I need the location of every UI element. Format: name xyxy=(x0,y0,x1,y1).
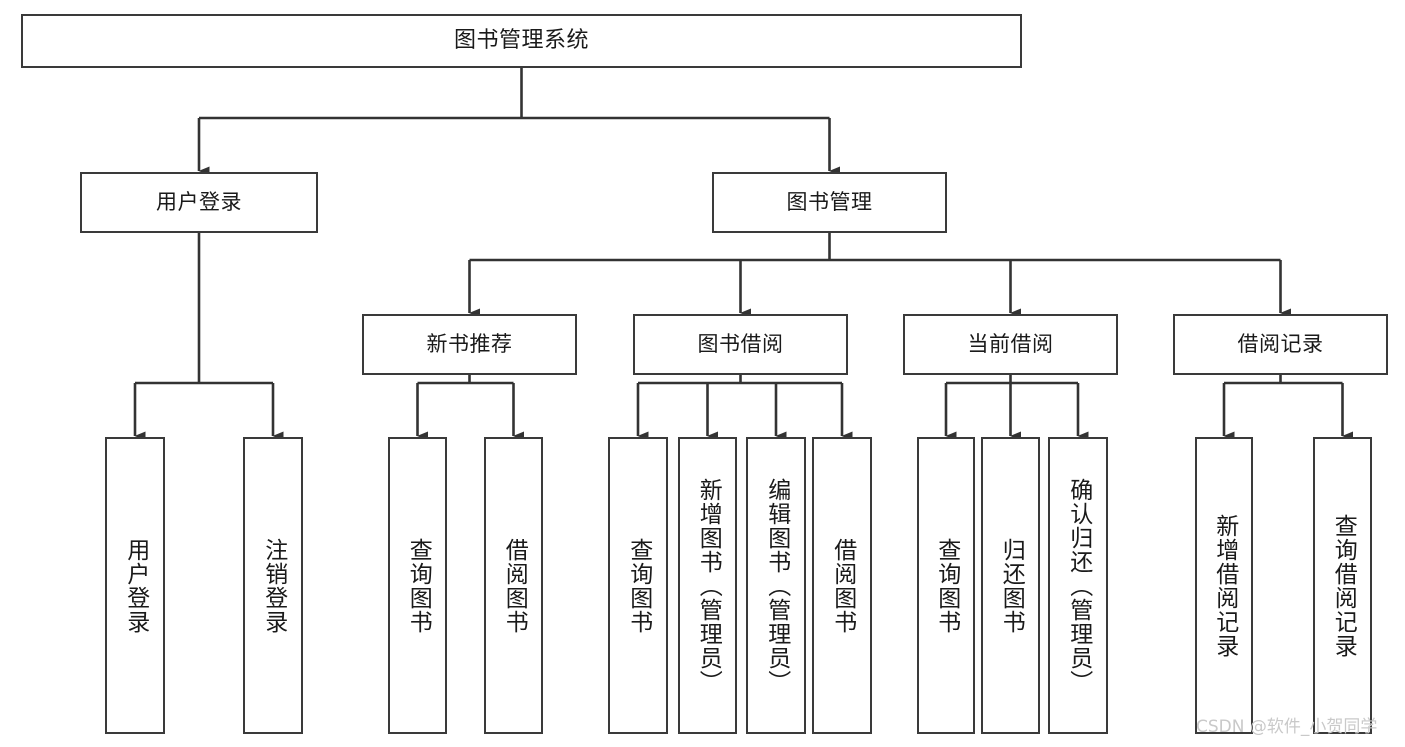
node-leaf-cu-confirm[interactable]: 确认归还（管理员） xyxy=(1048,437,1108,734)
node-label: 新书推荐 xyxy=(426,332,513,357)
node-leaf-cu-return[interactable]: 归还图书 xyxy=(981,437,1040,734)
node-bookmgmt[interactable]: 图书管理 xyxy=(712,172,947,233)
node-label: 借阅记录 xyxy=(1237,332,1324,357)
node-label: 当前借阅 xyxy=(967,332,1054,357)
connector-lines xyxy=(133,68,1353,441)
node-leaf-bw-borrow[interactable]: 借阅图书 xyxy=(812,437,872,734)
node-label: 新增借阅记录 xyxy=(1211,513,1238,658)
node-label: 用户登录 xyxy=(156,190,242,215)
node-label: 归还图书 xyxy=(998,537,1025,634)
node-leaf-nb-query[interactable]: 查询图书 xyxy=(388,437,447,734)
node-leaf-bw-edit[interactable]: 编辑图书（管理员） xyxy=(746,437,806,734)
node-leaf-user-logout[interactable]: 注销登录 xyxy=(243,437,303,734)
node-label: 借阅图书 xyxy=(829,537,856,634)
node-current[interactable]: 当前借阅 xyxy=(903,314,1118,375)
watermark-text: CSDN @软件_小贺同学 xyxy=(1196,717,1378,737)
node-label: 查询图书 xyxy=(933,537,960,634)
node-login[interactable]: 用户登录 xyxy=(80,172,318,233)
node-borrow[interactable]: 图书借阅 xyxy=(633,314,848,375)
node-label: 查询图书 xyxy=(625,537,652,634)
node-label: 图书管理 xyxy=(786,190,873,215)
node-label: 新增图书（管理员） xyxy=(695,477,722,694)
node-leaf-rc-query[interactable]: 查询借阅记录 xyxy=(1313,437,1372,734)
node-leaf-cu-query[interactable]: 查询图书 xyxy=(917,437,975,734)
node-newbook[interactable]: 新书推荐 xyxy=(362,314,577,375)
node-label: 编辑图书（管理员） xyxy=(763,477,790,694)
node-records[interactable]: 借阅记录 xyxy=(1173,314,1388,375)
node-label: 图书借阅 xyxy=(697,332,784,357)
node-root[interactable]: 图书管理系统 xyxy=(21,14,1022,68)
node-label: 查询借阅记录 xyxy=(1330,513,1357,658)
node-label: 查询图书 xyxy=(405,537,432,634)
node-leaf-user-login[interactable]: 用户登录 xyxy=(105,437,165,734)
node-label: 确认归还（管理员） xyxy=(1065,477,1092,694)
node-label: 借阅图书 xyxy=(501,537,528,634)
node-leaf-nb-borrow[interactable]: 借阅图书 xyxy=(484,437,543,734)
node-label: 用户登录 xyxy=(122,537,149,634)
node-leaf-bw-query[interactable]: 查询图书 xyxy=(608,437,668,734)
node-label: 注销登录 xyxy=(260,537,287,634)
node-label: 图书管理系统 xyxy=(453,28,589,54)
node-leaf-bw-add[interactable]: 新增图书（管理员） xyxy=(678,437,737,734)
node-leaf-rc-add[interactable]: 新增借阅记录 xyxy=(1195,437,1253,734)
